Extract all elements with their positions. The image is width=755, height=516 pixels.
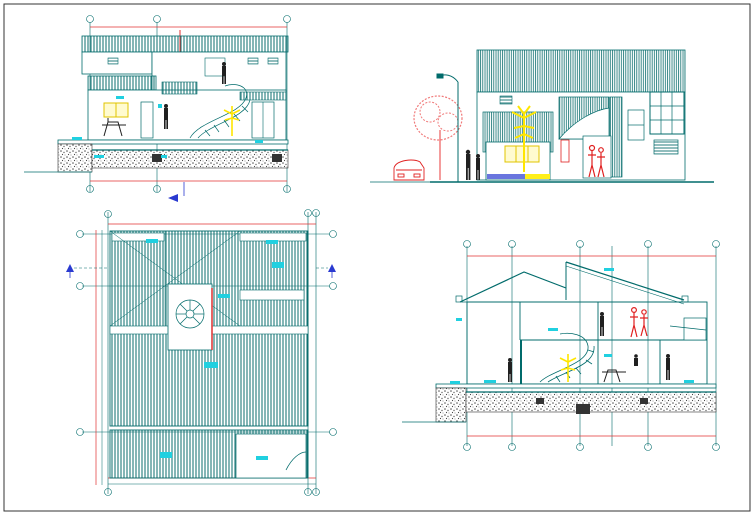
person-icon [164, 62, 226, 129]
red-figures [630, 307, 648, 338]
palm-tree-icon [559, 354, 577, 382]
roof-plan-view [66, 209, 337, 496]
red-figures [588, 144, 605, 178]
spiral-stair-icon [189, 84, 251, 139]
palm-tree-icon [223, 106, 241, 136]
section-marker-icon [66, 264, 336, 278]
palm-tree-icon [511, 105, 537, 172]
front-elevation-view [370, 49, 714, 183]
section-marker-icon [168, 182, 185, 202]
spiral-stair-icon [539, 332, 595, 383]
sheet-border [3, 3, 751, 512]
spiral-stair-icon [175, 299, 205, 329]
car-icon [393, 159, 425, 181]
section-b-view [402, 240, 720, 451]
tree-icon [413, 95, 463, 180]
person-icon [508, 312, 670, 382]
lamp-post-icon [436, 73, 459, 182]
person-icon [465, 149, 480, 180]
section-a-view [24, 15, 291, 202]
